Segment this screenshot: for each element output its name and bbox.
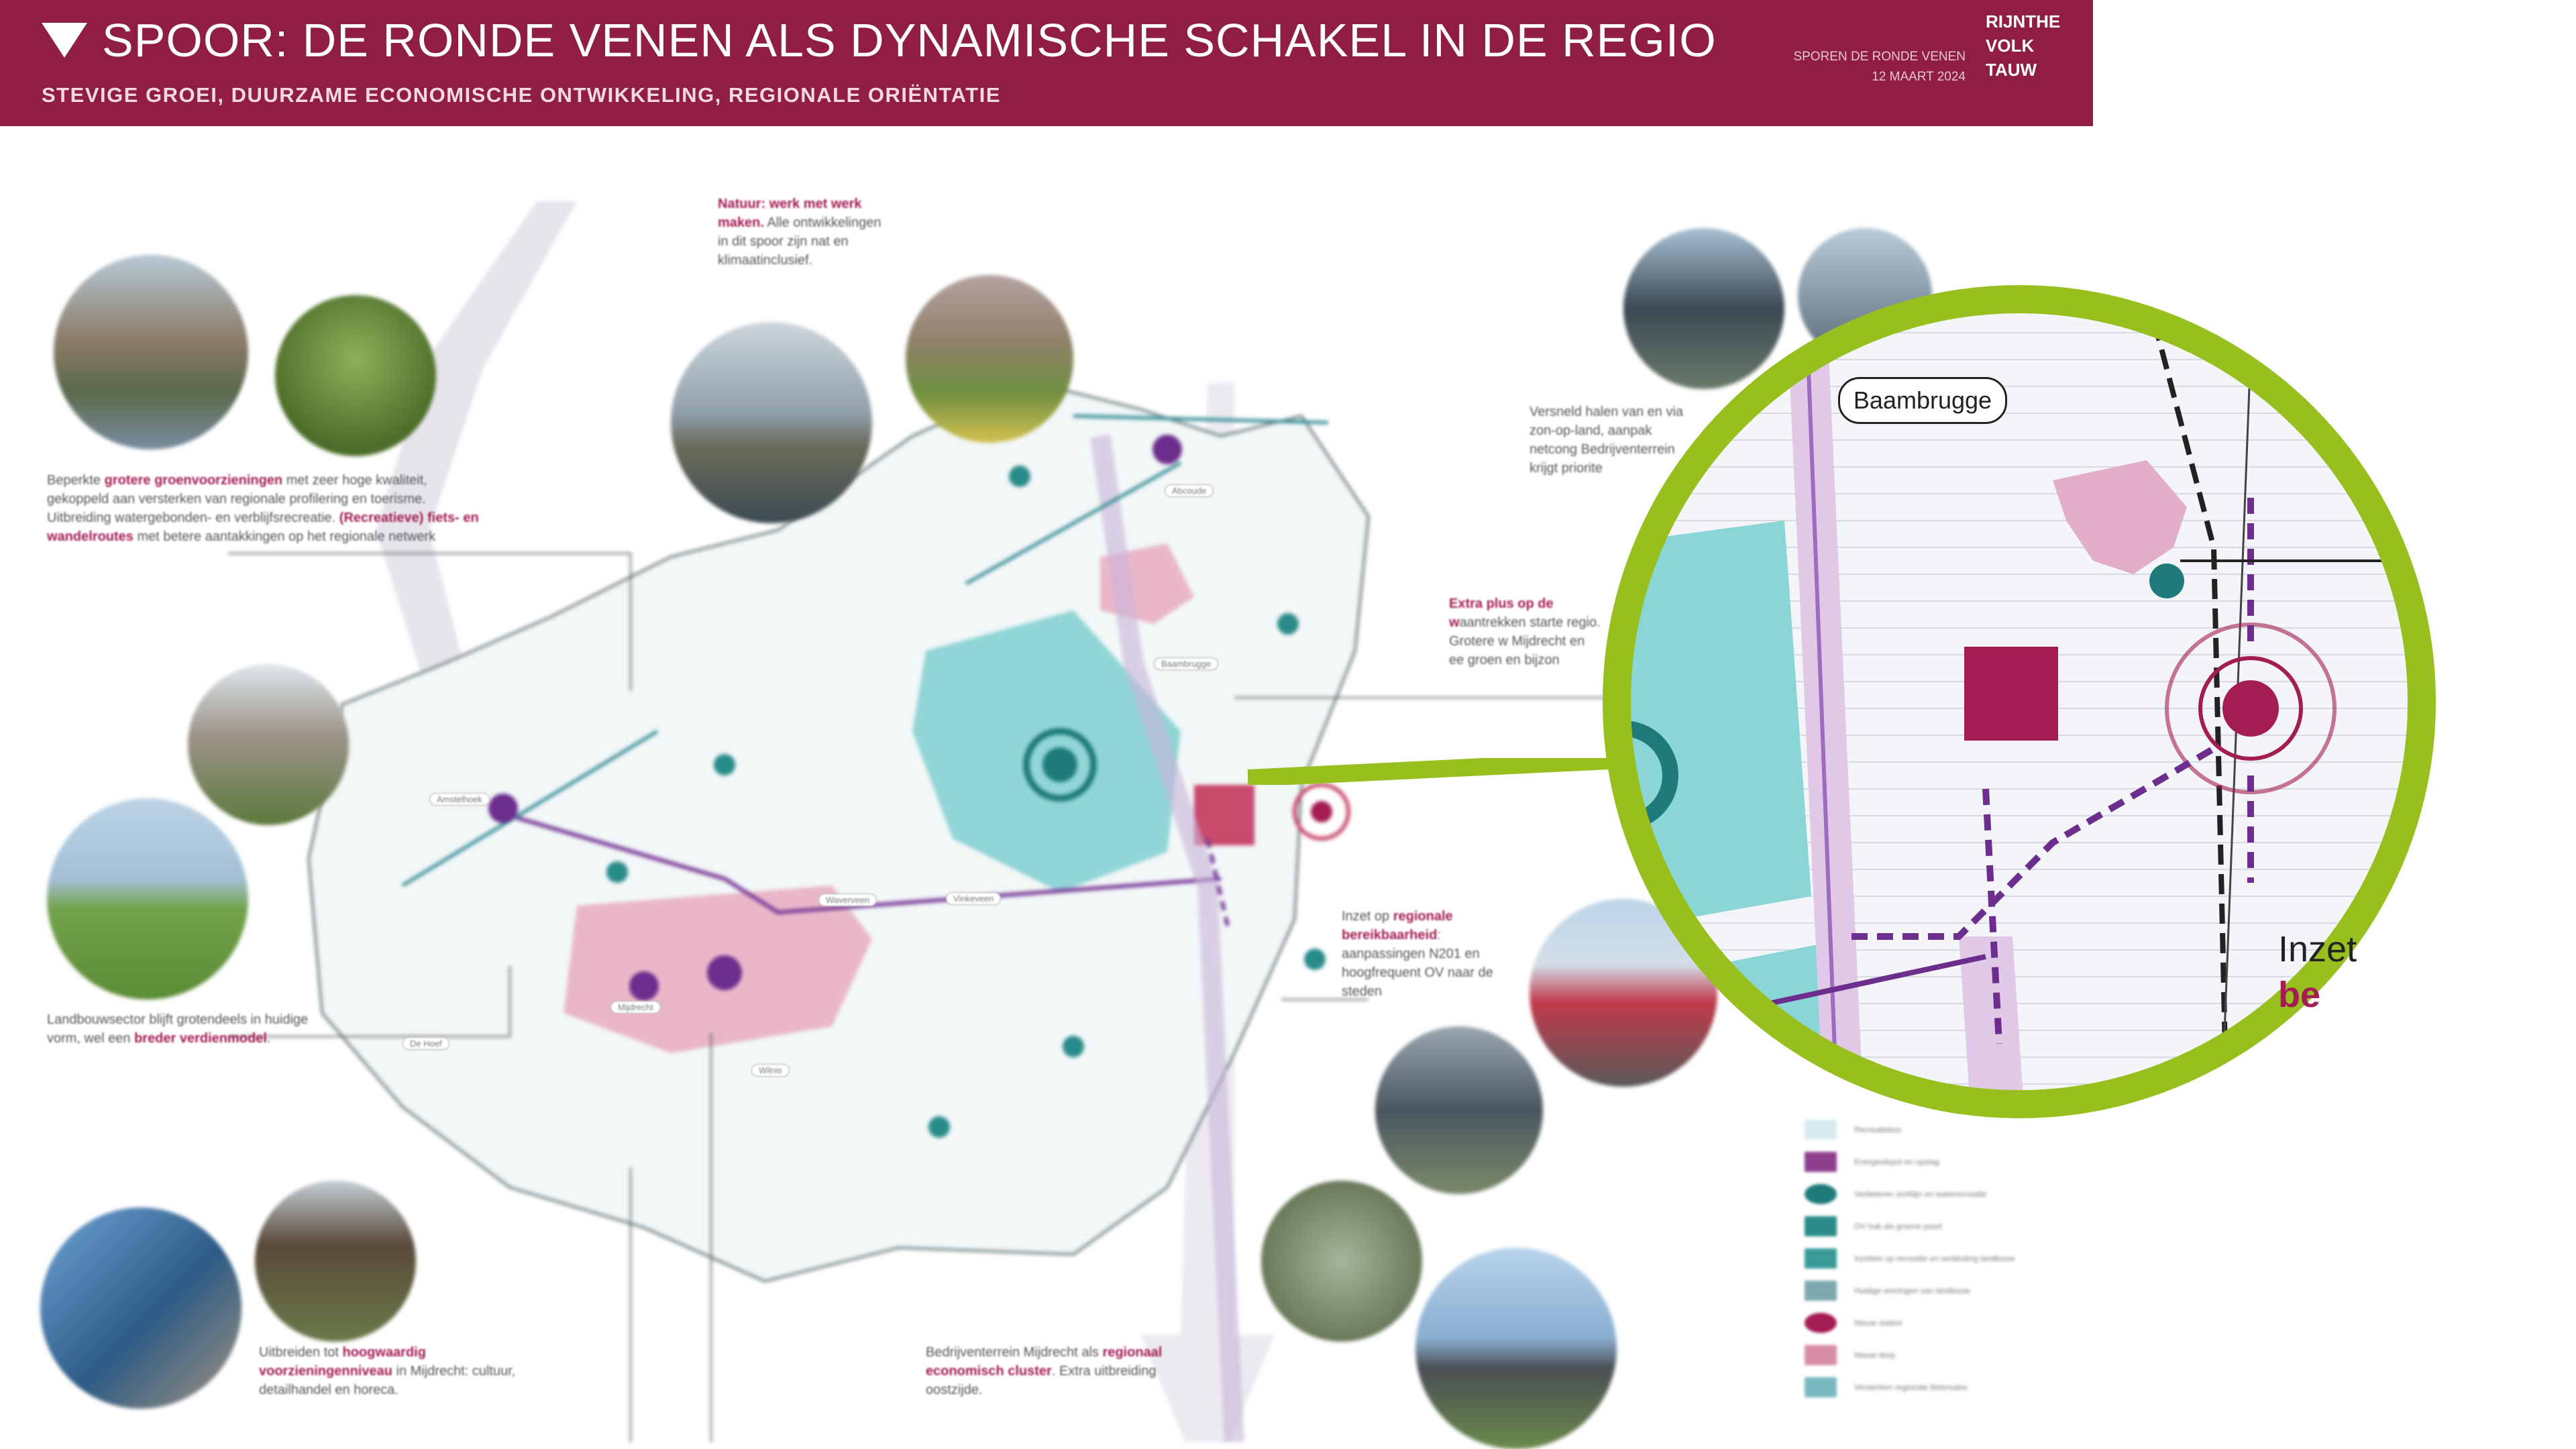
callout-highlight: grotere groenvoorzieningen <box>104 473 283 488</box>
meta-project: SPOREN DE RONDE VENEN <box>1793 50 1966 64</box>
callout-versneld: Versneld halen van en via zon-op-land, a… <box>1529 402 1690 478</box>
legend-item: Versterken regionale fietsroutes <box>1805 1371 2046 1403</box>
zoom-connector <box>1248 758 1664 785</box>
legend-swatch <box>1805 1313 1837 1333</box>
place-label-abcoude: Abcoude <box>1165 484 1214 497</box>
legend-label: Nieuw dorp <box>1854 1350 1895 1360</box>
photo-glass-building <box>40 1208 241 1409</box>
photo-church-canal <box>54 255 248 449</box>
callout-highlight: (Recreatieve) fiets- en wandelroutes <box>47 511 479 544</box>
photo-apartment-block <box>255 1181 416 1342</box>
legend-label: OV hub als groene poort <box>1854 1222 1942 1231</box>
legend-label: Recreatiebos <box>1854 1125 1902 1134</box>
legend-swatch <box>1805 1248 1837 1269</box>
legend-label: Nieuw station <box>1854 1318 1903 1328</box>
triangle-down-icon <box>42 23 87 58</box>
place-label-dehoef: De Hoef <box>402 1037 449 1050</box>
regional-map: Abcoude Baambrugge Amstelhoek Waverveen … <box>27 181 1972 1442</box>
meta-date: 12 MAART 2024 <box>1872 70 1966 84</box>
legend-swatch <box>1805 1345 1837 1365</box>
zoom-inset <box>1583 266 2455 1138</box>
logo-rijnthe: RIJNTHE <box>1986 11 2061 32</box>
photo-garden-houses <box>906 275 1073 443</box>
legend-item: Huidige woningen van landbouw <box>1805 1275 2046 1307</box>
legend-item: Inzetten op recreatie en verbinding land… <box>1805 1242 2046 1275</box>
callout-text: Landbouwsector blijft grotendeels in hui… <box>47 1012 309 1046</box>
photo-solar-parking <box>1623 228 1784 389</box>
zoom-inzet-highlight: be <box>2278 975 2321 1015</box>
callout-text: Versneld halen van en via zon-op-land, a… <box>1529 405 1684 476</box>
callout-text: Bedrijventerrein Mijdrecht als <box>926 1345 1103 1360</box>
legend-item: Verbeteren zichtlijn en waterrecreatie <box>1805 1178 2046 1210</box>
photo-aerial-business-park <box>1261 1181 1422 1342</box>
callout-highlight: hoogwaardig voorzieningenniveau <box>259 1345 426 1379</box>
callout-text: Beperkte <box>47 473 105 488</box>
callout-highlight: regionale bereikbaarheid <box>1342 909 1453 943</box>
callout-groenvoorzieningen: Beperkte grotere groenvoorzieningen met … <box>47 471 490 546</box>
legend-label: Energiedepot en opslag <box>1854 1157 1939 1167</box>
zoom-inzet-text: Inzet <box>2278 929 2357 969</box>
map-drawing <box>228 201 1623 1442</box>
callout-highlight: breder verdienmodel <box>134 1031 267 1046</box>
legend-swatch <box>1805 1152 1837 1172</box>
callout-extra-plus: Extra plus op de waantrekken starte regi… <box>1449 594 1603 669</box>
callout-text: . <box>266 1031 271 1046</box>
callout-text: met betere aantakkingen op het regionale… <box>133 529 436 544</box>
photo-cyclist-trees <box>275 295 436 456</box>
photo-village-houses <box>188 664 349 825</box>
place-label-waverveen: Waverveen <box>818 894 877 906</box>
legend-label: Versterken regionale fietsroutes <box>1854 1383 1968 1392</box>
legend-label: Huidige woningen van landbouw <box>1854 1286 1970 1295</box>
legend-item: Recreatiebos <box>1805 1114 2046 1146</box>
callout-text: aantrekken starte regio. Grotere w Mijdr… <box>1449 615 1601 667</box>
callout-highlight: Extra plus op de w <box>1449 596 1554 630</box>
callout-text: Alle ontwikkelingen in dit spoor zijn na… <box>718 215 881 268</box>
callout-uitbreiden: Uitbreiden tot hoogwaardig voorzieningen… <box>259 1343 541 1399</box>
place-label-baambrugge: Baambrugge <box>1154 657 1219 670</box>
logo-tauw: TAUW <box>1986 60 2037 80</box>
callout-bereikbaarheid: Inzet op regionale bereikbaarheid: aanpa… <box>1342 907 1523 1001</box>
legend-swatch <box>1805 1216 1837 1236</box>
legend-label: Verbeteren zichtlijn en waterrecreatie <box>1854 1189 1987 1199</box>
callout-text: met zeer hoge kwaliteit, gekoppeld aan v… <box>47 473 427 525</box>
legend-swatch <box>1805 1281 1837 1301</box>
callout-text: in Mijdrecht: cultuur, detailhandel en h… <box>259 1364 516 1397</box>
photo-cows-meadow <box>47 798 248 1000</box>
legend-swatch <box>1805 1377 1837 1397</box>
zoom-map <box>1603 285 2436 1118</box>
place-label-vinkeveen: Vinkeveen <box>946 892 1002 905</box>
legend-item: Nieuw dorp <box>1805 1339 2046 1371</box>
callout-text: : aanpassingen N201 en hoogfrequent OV n… <box>1342 928 1493 999</box>
callout-text: . Extra uitbreiding oostzijde. <box>926 1364 1157 1397</box>
photo-floating-houses <box>671 322 872 523</box>
place-label-amstelhoek: Amstelhoek <box>429 793 490 806</box>
page-title: SPOOR: DE RONDE VENEN ALS DYNAMISCHE SCH… <box>102 14 1717 66</box>
place-label-wilnis: Wilnis <box>751 1064 790 1077</box>
callout-natuur: Natuur: werk met werk maken. Alle ontwik… <box>718 195 892 270</box>
place-label-mijdrecht: Mijdrecht <box>610 1001 661 1014</box>
callout-landbouw: Landbouwsector blijft grotendeels in hui… <box>47 1010 315 1048</box>
legend-label: Inzetten op recreatie en verbinding land… <box>1854 1254 2015 1263</box>
legend-item: Nieuw station <box>1805 1307 2046 1339</box>
callout-highlight: Natuur: werk met werk maken. <box>718 197 862 230</box>
callout-text: Uitbreiden tot <box>259 1345 343 1360</box>
legend-item: OV hub als groene poort <box>1805 1210 2046 1242</box>
header-banner: SPOOR: DE RONDE VENEN ALS DYNAMISCHE SCH… <box>0 0 2093 126</box>
legend-swatch <box>1805 1184 1837 1204</box>
logo-volk: VOLK <box>1986 36 2035 56</box>
callout-text: Inzet op <box>1342 909 1393 924</box>
photo-bus-station <box>1375 1026 1543 1194</box>
page-subtitle: STEVIGE GROEI, DUURZAME ECONOMISCHE ONTW… <box>42 83 1002 107</box>
zoom-place-label: Baambrugge <box>1838 377 2007 424</box>
legend-item: Energiedepot en opslag <box>1805 1146 2046 1178</box>
callout-highlight: regionaal economisch cluster <box>926 1345 1163 1379</box>
partner-logos: RIJNTHE VOLK TAUW <box>1986 9 2073 82</box>
callout-bedrijventerrein: Bedrijventerrein Mijdrecht als regionaal… <box>926 1343 1208 1399</box>
legend-swatch <box>1805 1120 1837 1140</box>
header-meta: SPOREN DE RONDE VENEN 12 MAART 2024 <box>1793 47 1966 87</box>
photo-modern-building <box>1415 1248 1617 1449</box>
